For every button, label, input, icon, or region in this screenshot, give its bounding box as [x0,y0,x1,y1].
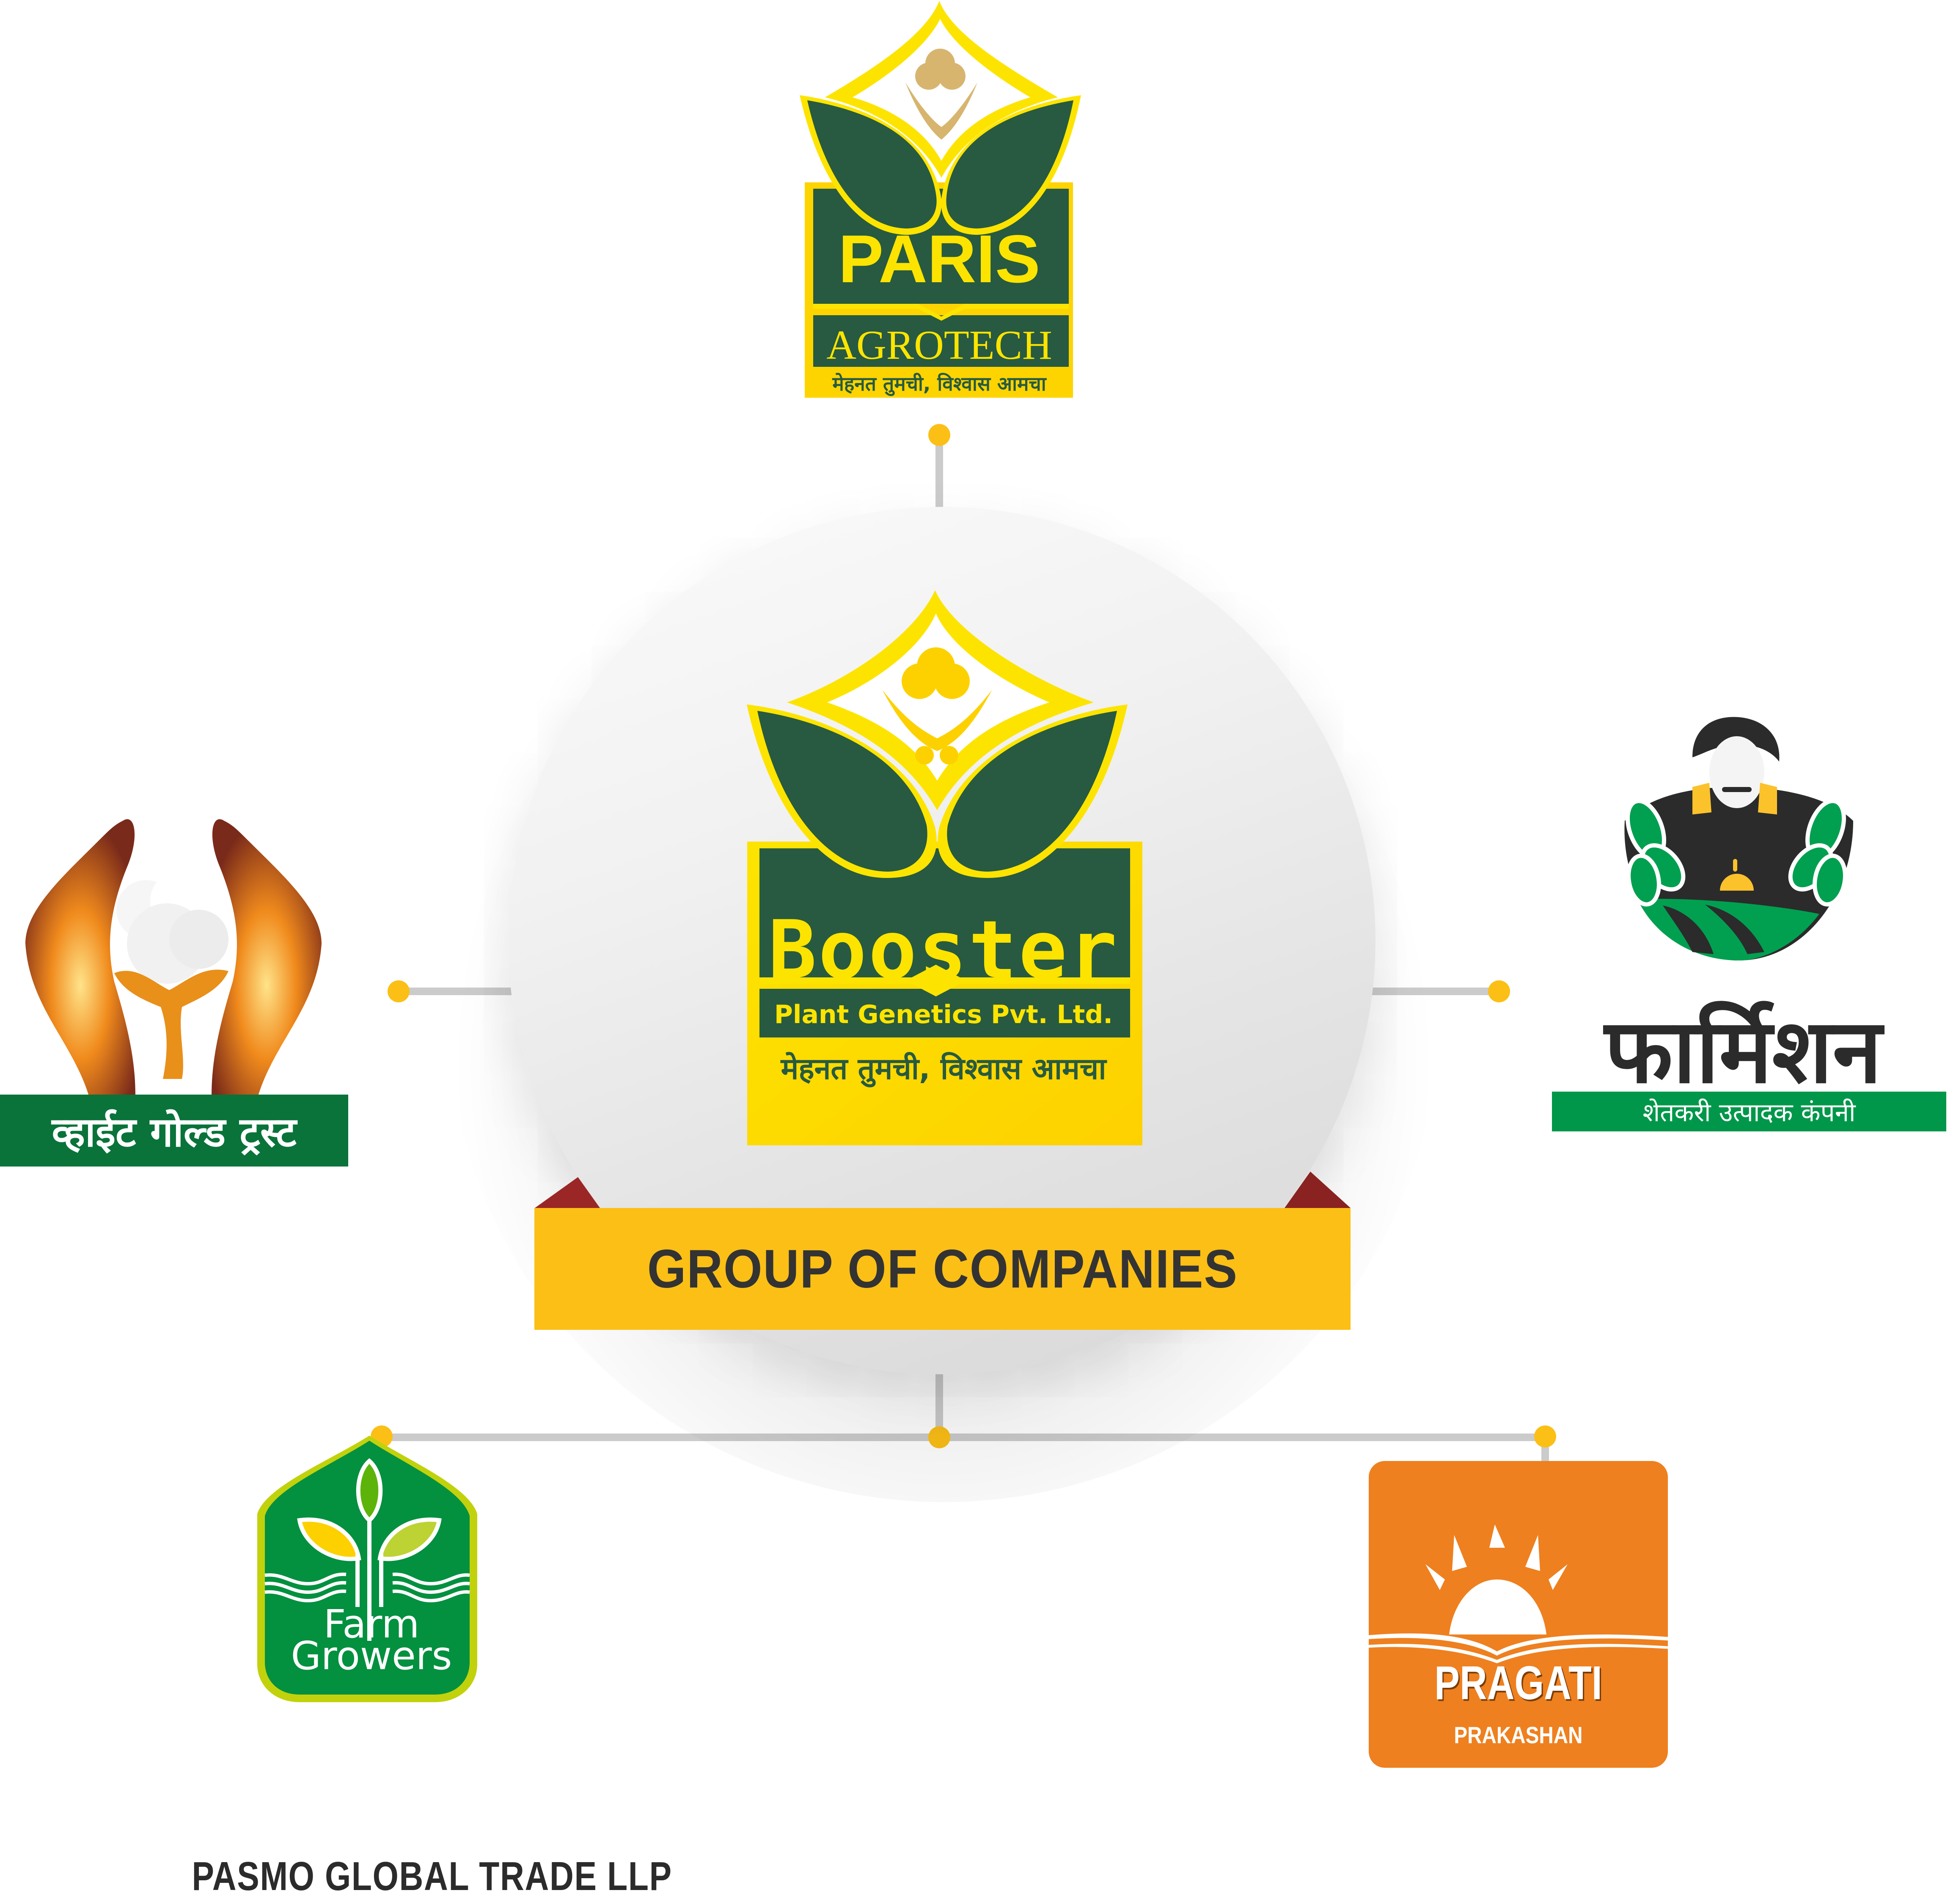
pragati-subtitle: PRAKASHAN [1454,1722,1583,1748]
group-of-companies-banner: GROUP OF COMPANIES [534,1208,1351,1330]
paris-logo-subtitle: AGROTECH [826,322,1052,368]
white-gold-trust-band: व्हाईट गोल्ड ट्रस्ट [0,1095,348,1167]
farm-growers-logo-line2: Growers [291,1633,452,1678]
booster-crest-icon [747,590,1142,1145]
hub-logo-booster[interactable]: Booster Plant Genetics Pvt. Ltd. मेहनत त… [734,582,1153,1145]
pasmo-global-trade-name: PASMO GLOBAL TRADE LLP [192,1854,672,1899]
connector-dot-left [388,980,410,1002]
connector-top [935,435,943,509]
banner-fold-right-icon [1285,1172,1351,1208]
hub-logo-subtitle: Plant Genetics Pvt. Ltd. [774,1000,1113,1029]
company-logo-farmision[interactable]: फार्मिशन शेतकरी उत्पादक कंपनी [1523,698,1956,1185]
company-logo-paris-agrotech[interactable]: PARIS AGROTECH मेहनत तुमची, विश्वास आमचा [795,0,1083,398]
connector-dot-bottom-right-1 [1534,1425,1556,1447]
connector-dot-right [1488,980,1510,1002]
company-logo-farm-growers[interactable]: Farm Growers [257,1436,486,1702]
pragati-title: PRAGATI [1434,1656,1602,1709]
sun-open-book-icon [1335,1524,1690,1663]
connector-bottom-bar [382,1434,1545,1441]
farmision-subtitle: शेतकरी उत्पादक कंपनी [1642,1098,1856,1128]
connector-left [399,988,513,995]
connector-dot-bottom-center [928,1426,950,1448]
paris-logo-tagline: मेहनत तुमची, विश्वास आमचा [832,372,1046,395]
white-gold-trust-name: व्हाईट गोल्ड ट्रस्ट [52,1108,297,1156]
farmision-subtitle-band: शेतकरी उत्पादक कंपनी [1552,1092,1946,1131]
hands-cotton-icon [25,819,322,1096]
paris-logo-title: PARIS [838,221,1040,297]
paris-crest-icon [800,1,1081,398]
farm-growers-badge-icon [257,1436,477,1702]
connector-dot-top [928,424,950,446]
banner-title: GROUP OF COMPANIES [647,1238,1238,1299]
hub-logo-title: Booster [768,903,1119,997]
banner-fold-left-icon [535,1177,600,1208]
connector-bottom-stem [935,1371,943,1437]
connector-right [1371,988,1499,995]
company-logo-white-gold-trust[interactable]: व्हाईट गोल्ड ट्रस्ट [0,804,348,1168]
farmer-emblem-icon [1624,717,1853,960]
company-logo-pragati-prakashan[interactable]: PRAGATI PRAKASHAN [1335,1461,1690,1768]
hub-logo-tagline: मेहनत तुमची, विश्वास आमचा [781,1051,1106,1086]
farmision-title: फार्मिशन [1604,999,1882,1103]
farm-growers-logo-line1: Farm [323,1601,420,1647]
